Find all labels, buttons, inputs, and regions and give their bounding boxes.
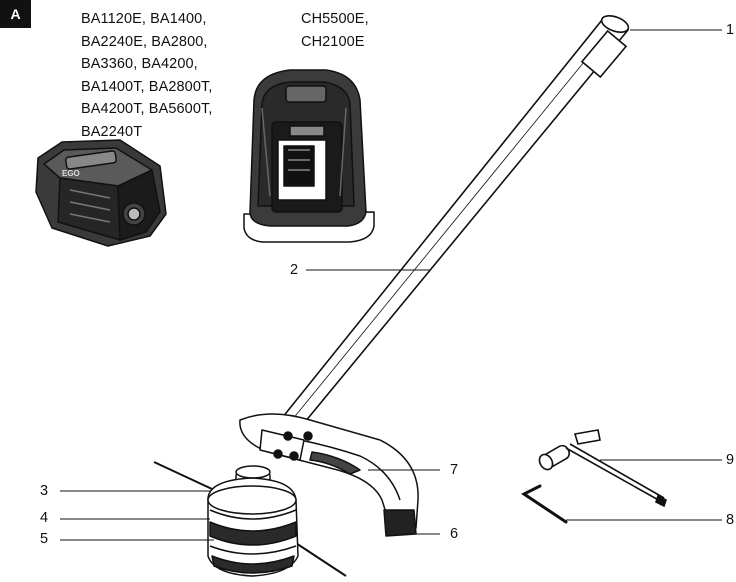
charger-model-list: CH5500E, CH2100E	[301, 8, 369, 53]
charger-illustration	[243, 69, 375, 243]
battery-model-line: BA3360, BA4200,	[81, 56, 198, 72]
battery-logo: EGO	[62, 169, 80, 178]
battery-model-line: BA2240T	[81, 123, 143, 140]
battery-pack-illustration: EGO	[35, 139, 167, 247]
callout-8: 8	[726, 512, 735, 528]
battery-model-line: BA1400T, BA2800T,	[81, 78, 213, 95]
callout-7: 7	[450, 462, 459, 478]
battery-model-line: BA4200T, BA5600T,	[81, 101, 213, 117]
callout-9: 9	[726, 452, 735, 468]
battery-model-line: BA1120E, BA1400,	[81, 11, 207, 27]
leader-lines	[60, 29, 722, 541]
callout-1: 1	[726, 22, 735, 38]
battery-model-line: BA2240E, BA2800,	[81, 33, 208, 50]
callout-3: 3	[40, 483, 49, 499]
callout-6: 6	[450, 526, 459, 542]
callout-5: 5	[40, 531, 49, 547]
charger-model-line: CH2100E	[301, 33, 365, 50]
battery-model-list: BA1120E, BA1400, BA2240E, BA2800, BA3360…	[81, 8, 213, 143]
figure-tag: A	[0, 0, 31, 28]
socket-wrench-illustration	[538, 429, 667, 508]
guard-assembly	[239, 413, 419, 537]
callout-2: 2	[290, 262, 299, 278]
charger-model-line: CH5500E,	[301, 11, 369, 27]
hex-key-illustration	[521, 484, 568, 524]
spool-head	[207, 465, 299, 577]
callout-4: 4	[40, 510, 49, 526]
